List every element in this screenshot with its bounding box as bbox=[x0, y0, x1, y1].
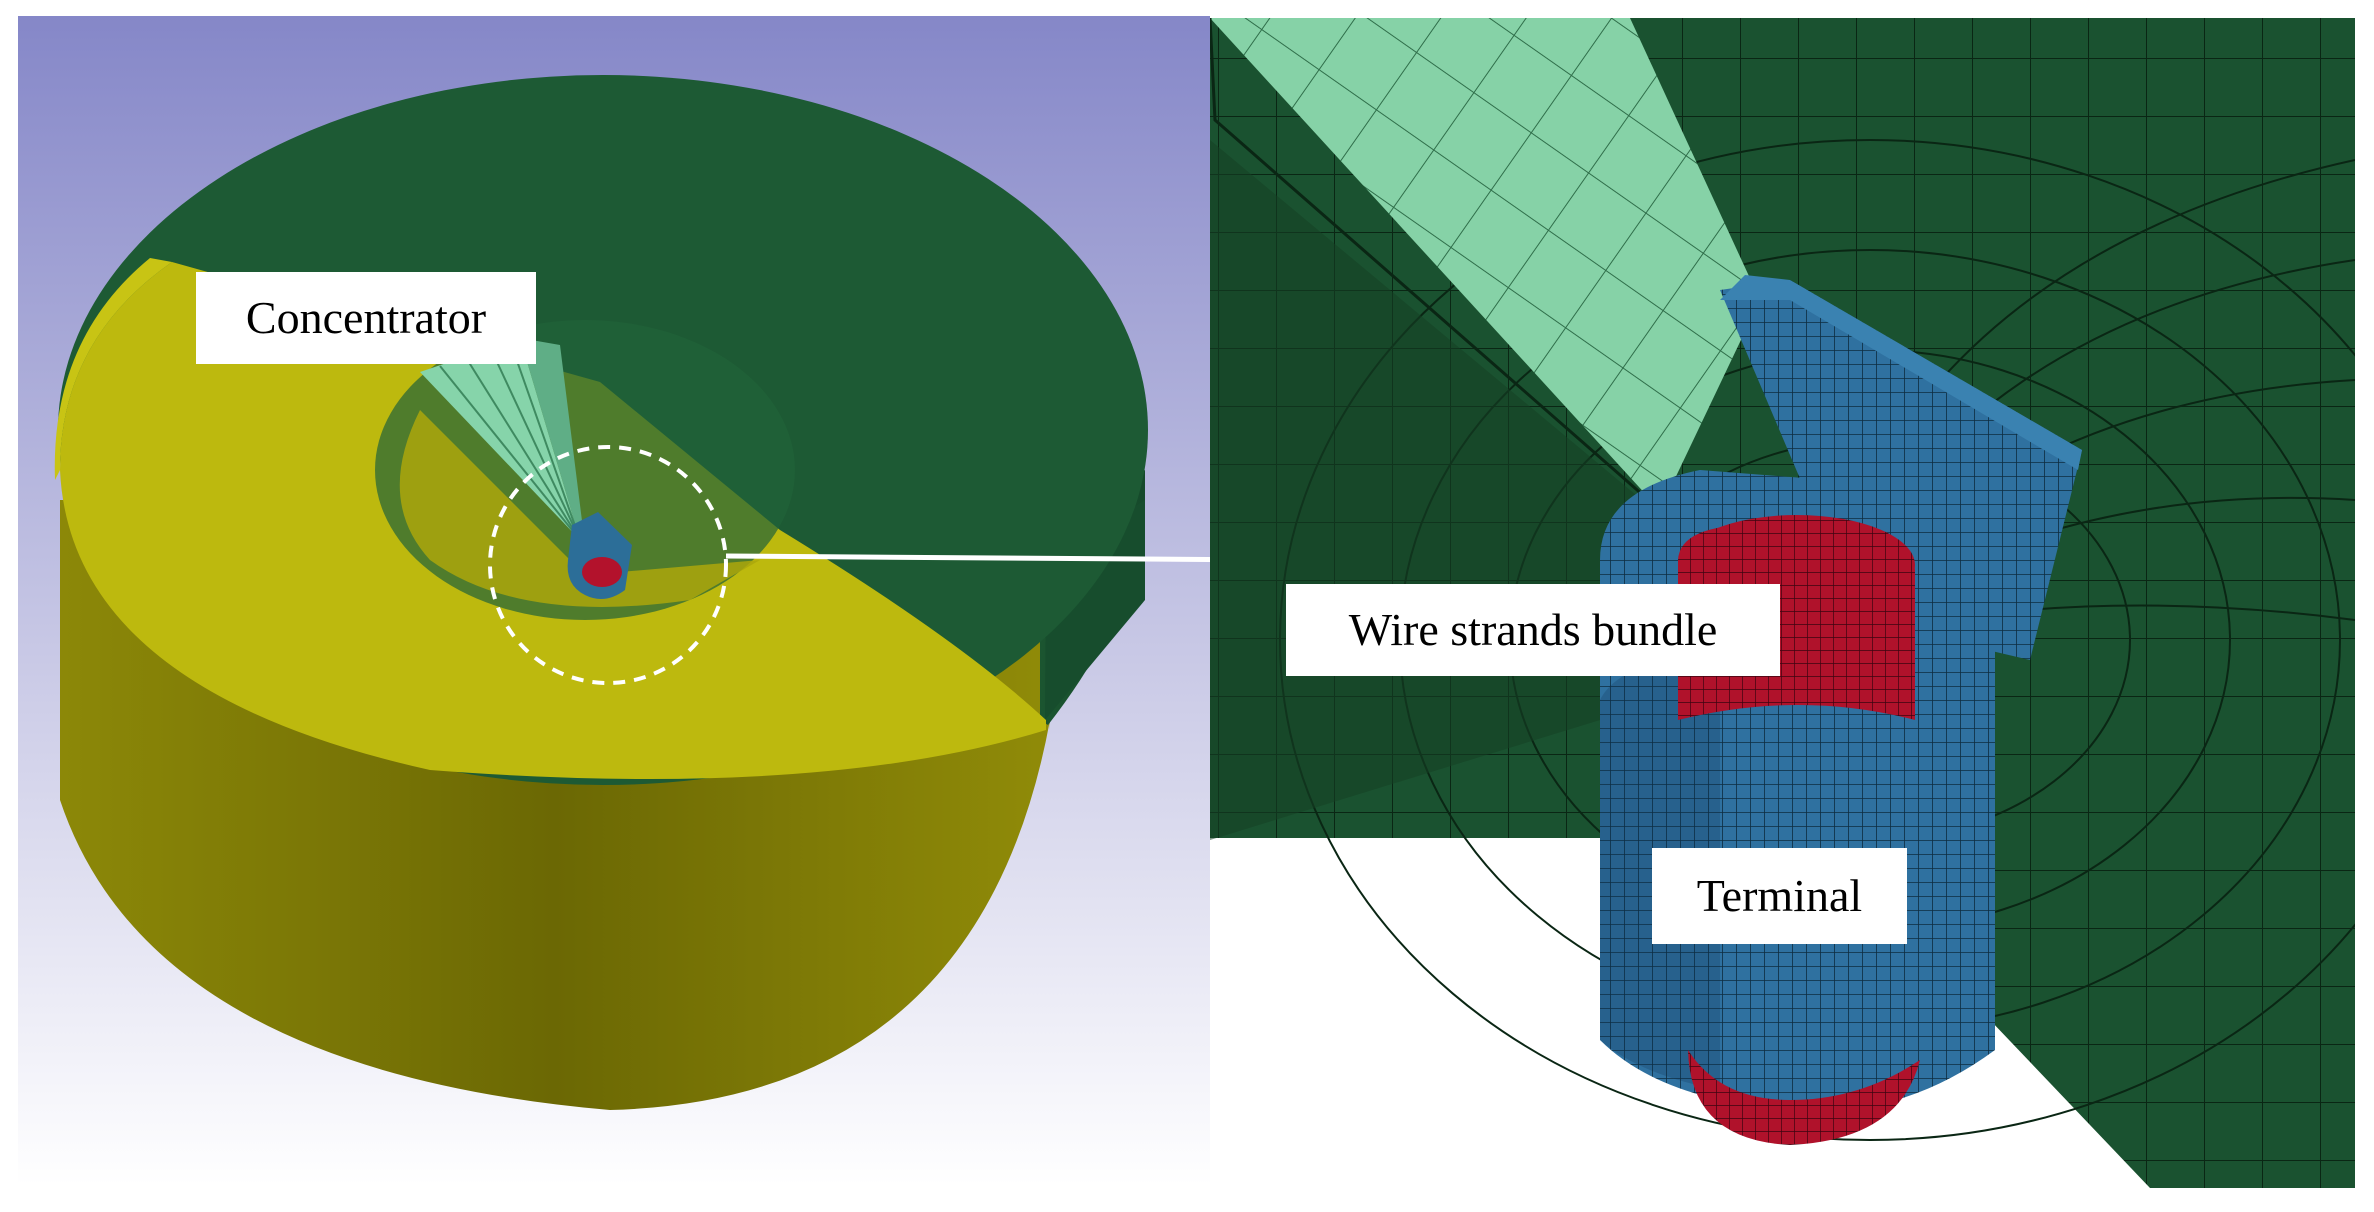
label-terminal: Terminal bbox=[1652, 848, 1907, 944]
wire-strands-bottom bbox=[1688, 1050, 1920, 1145]
concentrator-cone-shade bbox=[520, 338, 585, 545]
zoom-panel bbox=[1210, 18, 2355, 1188]
zoom-highlight-circle bbox=[488, 445, 728, 685]
label-wire-strands-bundle: Wire strands bundle bbox=[1286, 584, 1780, 676]
label-concentrator: Concentrator bbox=[196, 272, 536, 364]
zoom-green-block-right bbox=[1990, 700, 2355, 1188]
zoom-cone-edge bbox=[1210, 18, 1661, 512]
concentrator-yellow-rim bbox=[54, 258, 172, 480]
wire-small bbox=[582, 557, 622, 587]
zoom-cone-surface bbox=[1210, 18, 1760, 510]
concentrator-recess-yellow bbox=[399, 410, 760, 607]
concentrator-cone-mesh bbox=[439, 340, 581, 541]
terminal-tab-edge bbox=[1720, 275, 2082, 470]
zoom-arrow-line bbox=[725, 553, 1273, 563]
